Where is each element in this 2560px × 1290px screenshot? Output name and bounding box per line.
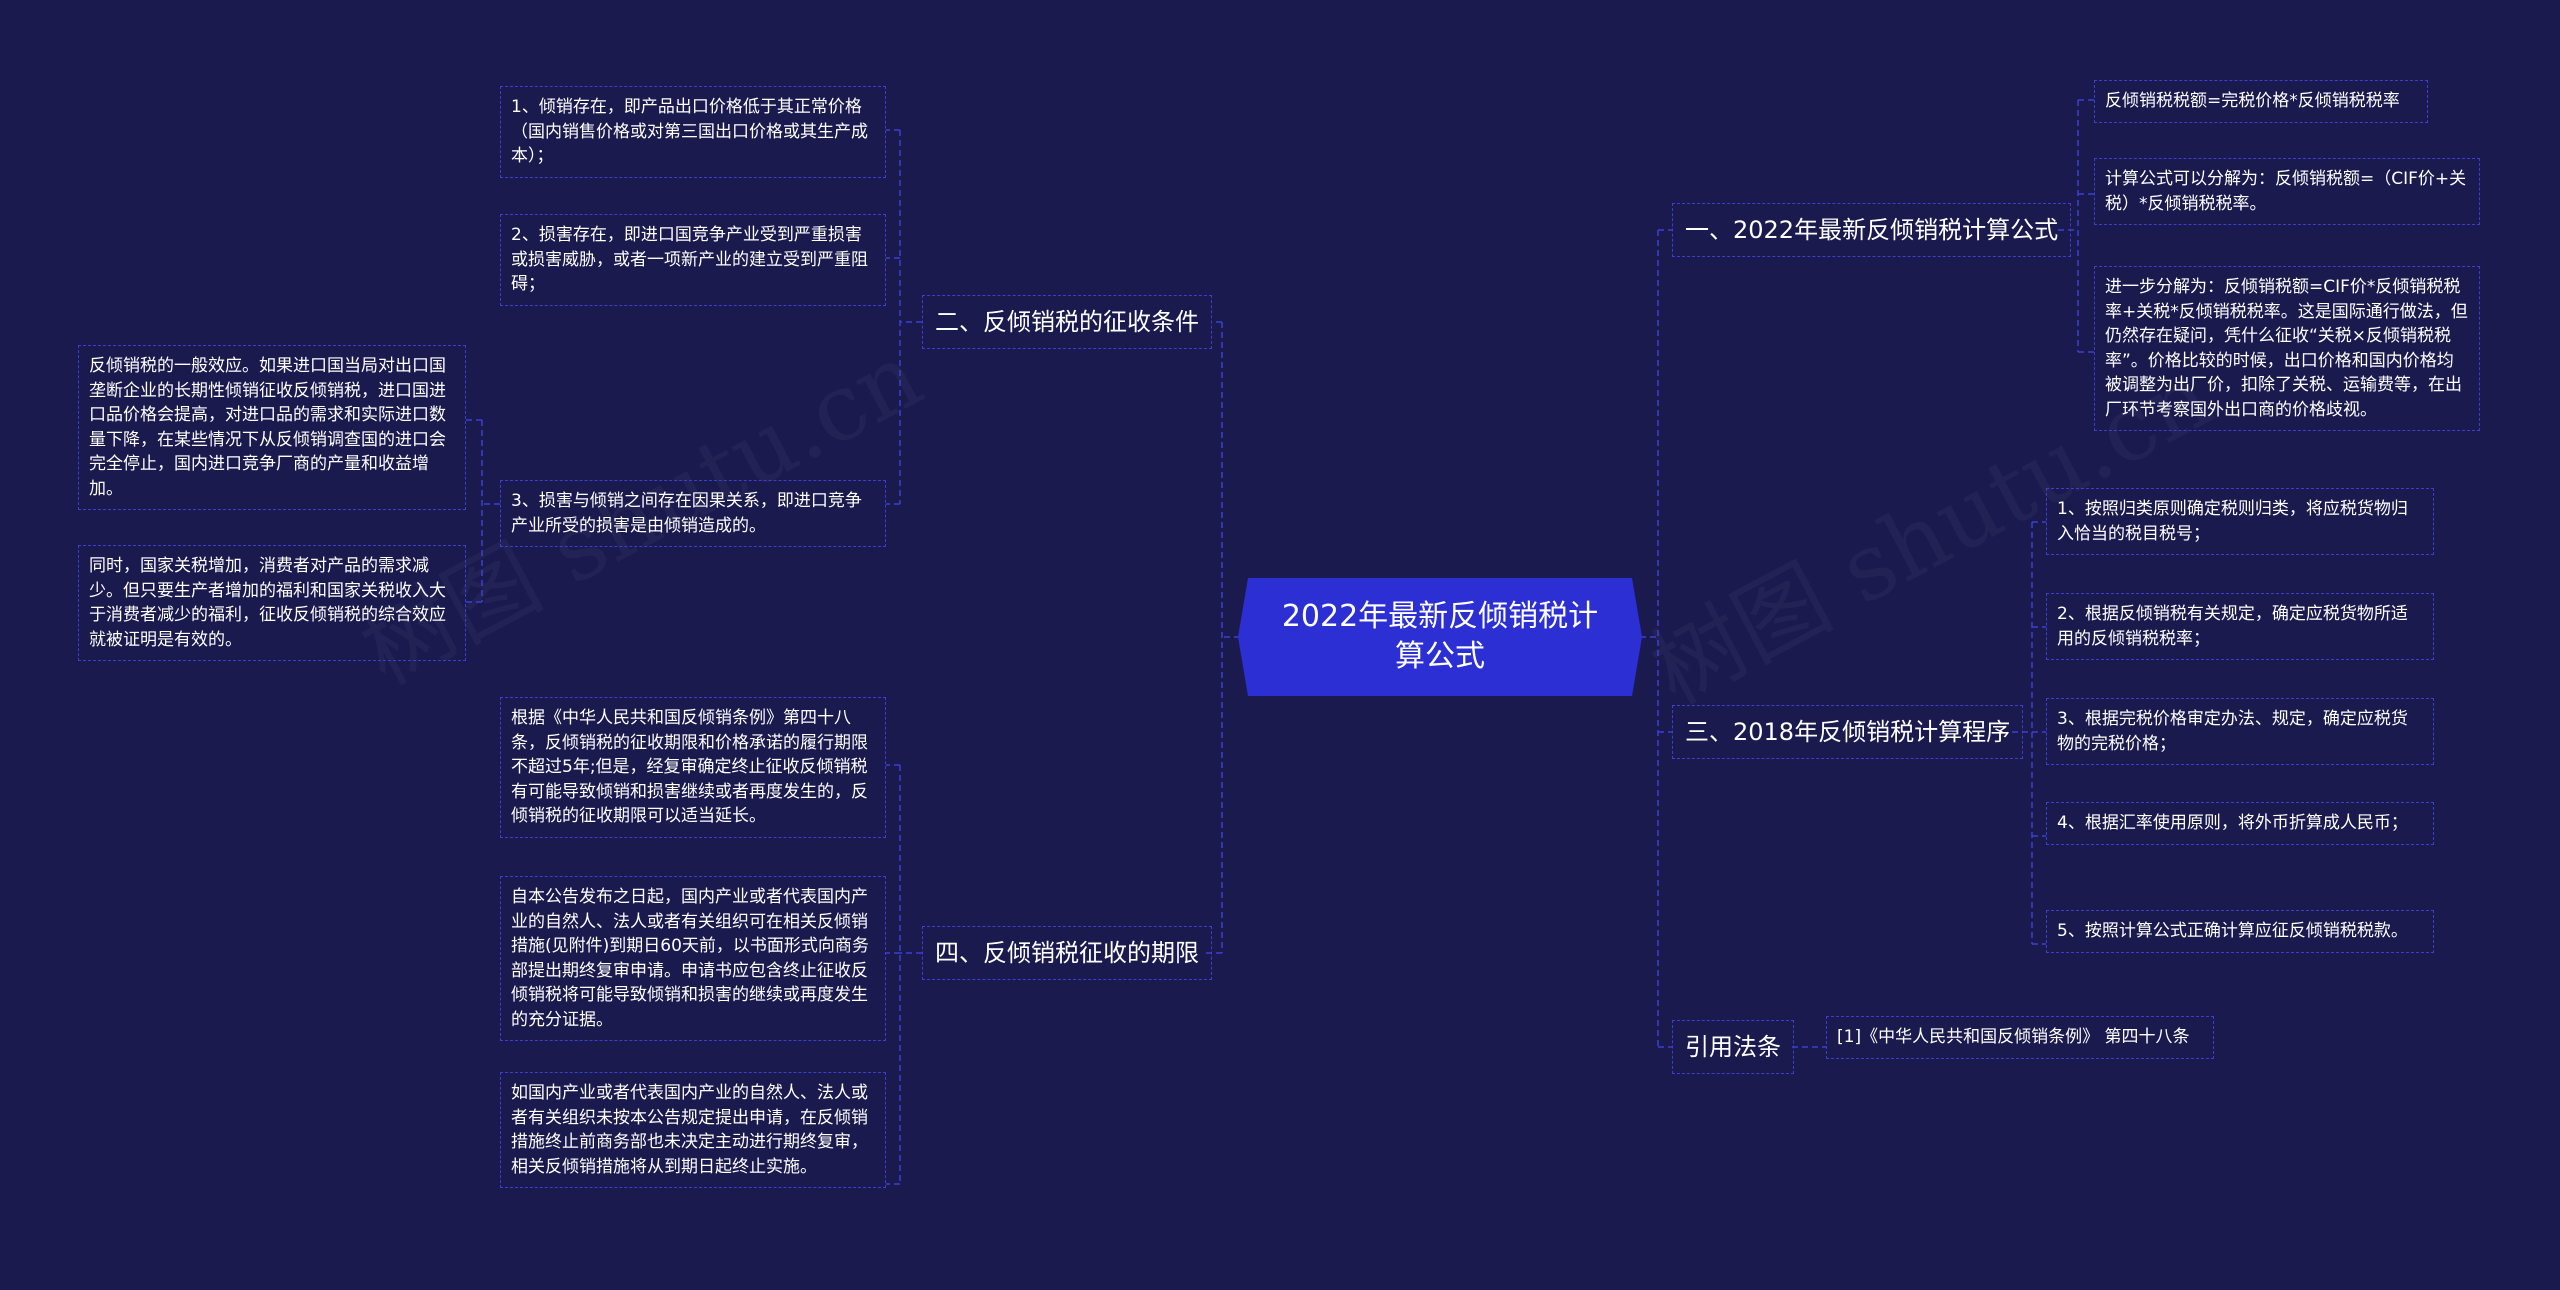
b4-item-2: 自本公告发布之日起，国内产业或者代表国内产业的自然人、法人或者有关组织可在相关反… [500,876,886,1041]
connector-b3-trunk [2012,522,2033,944]
branch-formula[interactable]: 一、2022年最新反倾销税计算公式 [1672,203,2072,257]
b2-sub-item-1: 反倾销税的一般效应。如果进口国当局对出口国垄断企业的长期性倾销征收反倾销税，进口… [78,345,466,510]
root-hexagon-shape [1238,578,1642,696]
b2-sub-item-2: 同时，国家关税增加，消费者对产品的需求减少。但只要生产者增加的福利和国家关税收入… [78,545,466,661]
branch-procedure[interactable]: 三、2018年反倾销税计算程序 [1672,705,2024,759]
b2-item-3: 3、损害与倾销之间存在因果关系，即进口竞争产业所受的损害是由倾销造成的。 [500,480,886,547]
b4-item-3: 如国内产业或者代表国内产业的自然人、法人或者有关组织未按本公告规定提出申请，在反… [500,1072,886,1188]
root-node[interactable]: 2022年最新反倾销税计算公式 [1238,578,1642,696]
b3-item-4: 4、根据汇率使用原则，将外币折算成人民币； [2046,802,2434,845]
root-title: 2022年最新反倾销税计算公式 [1281,599,1599,674]
b2-item-1: 1、倾销存在，即产品出口价格低于其正常价格（国内销售价格或对第三国出口价格或其生… [500,86,886,178]
b5-item-1: [1]《中华人民共和国反倾销条例》 第四十八条 [1826,1016,2214,1059]
connector-b4-trunk [899,765,922,1184]
branch-conditions[interactable]: 二、反倾销税的征收条件 [922,295,1212,349]
b1-item-1: 反倾销税税额=完税价格*反倾销税税率 [2094,80,2428,123]
branch-citations[interactable]: 引用法条 [1672,1020,1794,1074]
connector-b2-sub [466,419,500,603]
b3-item-3: 3、根据完税价格审定办法、规定，确定应税货物的完税价格； [2046,698,2434,765]
b4-item-1: 根据《中华人民共和国反倾销条例》第四十八条，反倾销税的征收期限和价格承诺的履行期… [500,697,886,838]
b1-item-3: 进一步分解为：反倾销税额=CIF价*反倾销税税率+关税*反倾销税税率。这是国际通… [2094,266,2480,431]
b2-item-2: 2、损害存在，即进口国竞争产业受到严重损害或损害威胁，或者一项新产业的建立受到严… [500,214,886,306]
branch-period[interactable]: 四、反倾销税征收的期限 [922,926,1212,980]
b3-item-1: 1、按照归类原则确定税则归类，将应税货物归入恰当的税目税号； [2046,488,2434,555]
b1-item-2: 计算公式可以分解为：反倾销税额=（CIF价+关税）*反倾销税税率。 [2094,158,2480,225]
b3-item-5: 5、按照计算公式正确计算应征反倾销税税款。 [2046,910,2434,953]
connector-b2-trunk [899,130,922,504]
connector-b1-trunk [2058,100,2079,352]
b3-item-2: 2、根据反倾销税有关规定，确定应税货物所适用的反倾销税税率； [2046,593,2434,660]
